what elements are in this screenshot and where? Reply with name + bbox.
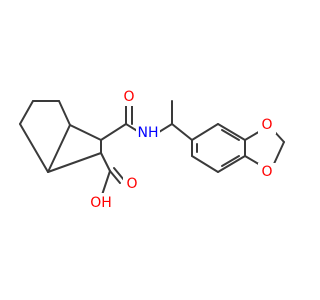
amide-oxygen-label: O	[123, 89, 134, 105]
bond	[191, 123, 219, 141]
bond	[109, 170, 121, 184]
bond	[100, 152, 111, 172]
bond	[69, 124, 102, 141]
bond-layer	[19, 100, 285, 199]
molecule-canvas: O NH O OH O O	[19, 88, 285, 211]
bond	[47, 124, 71, 173]
bond	[113, 167, 125, 181]
acid-carbonyl-oxygen-label: O	[126, 176, 137, 192]
bond	[158, 123, 173, 133]
bond	[217, 123, 246, 141]
bond	[100, 123, 127, 141]
bond	[221, 129, 240, 141]
bond	[47, 152, 102, 173]
dioxole-bottom-oxygen-label: O	[261, 164, 272, 180]
bond	[58, 100, 71, 126]
molecule-structure: O NH O OH O O	[19, 88, 285, 211]
dioxole-top-oxygen-label: O	[261, 117, 272, 133]
bond	[191, 155, 219, 173]
bond	[171, 123, 193, 141]
bond	[272, 141, 285, 167]
atom-label-layer: O NH O OH O O	[88, 88, 276, 211]
amide-nitrogen-label: NH	[138, 125, 159, 141]
bond	[221, 155, 240, 167]
bond	[217, 155, 246, 173]
bond	[19, 123, 49, 173]
acid-hydroxyl-label: OH	[90, 195, 112, 211]
bond	[19, 100, 34, 125]
